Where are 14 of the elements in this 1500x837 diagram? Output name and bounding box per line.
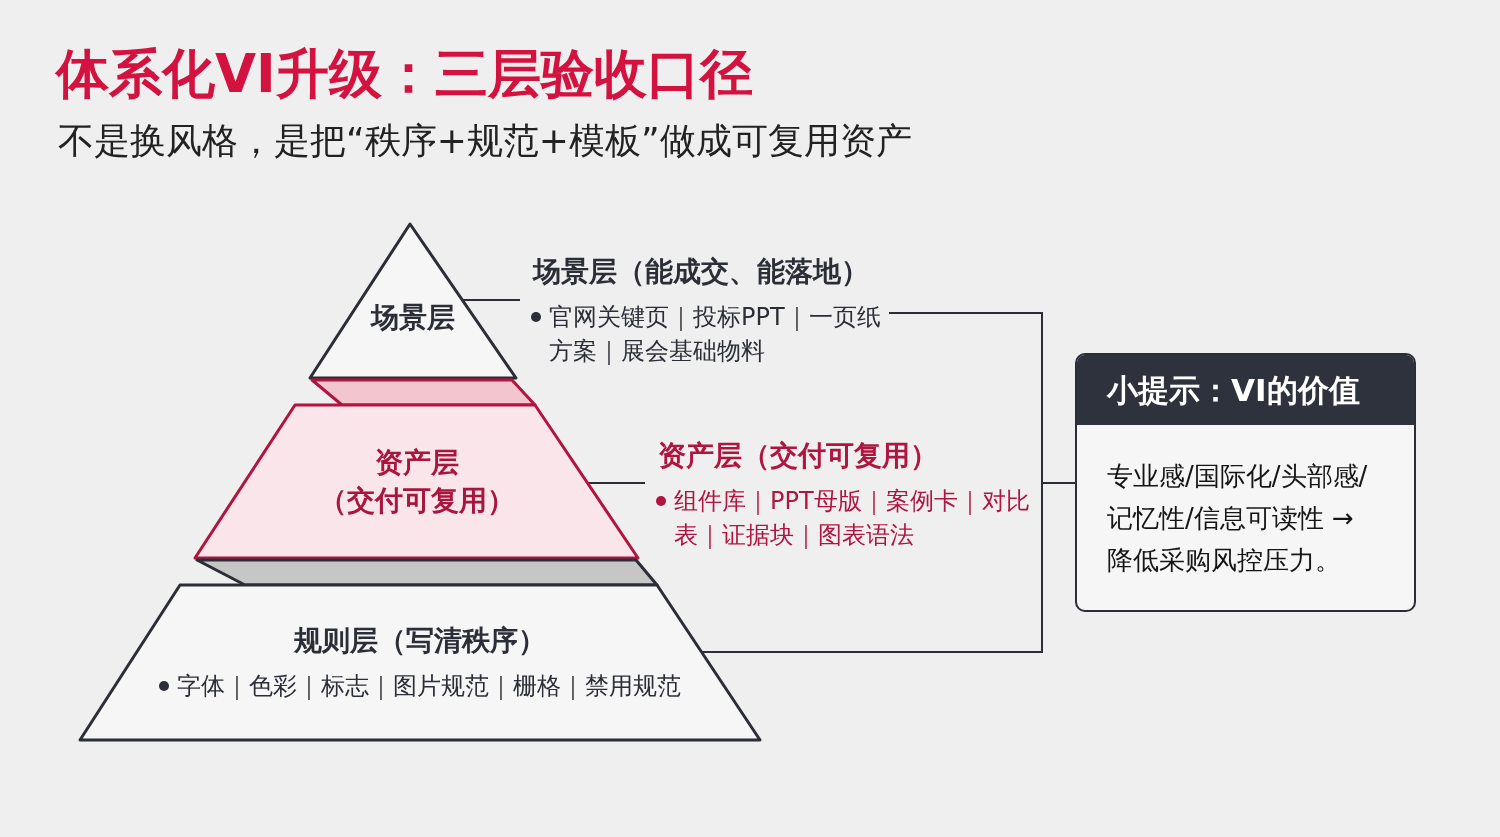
tip-card bbox=[1075, 353, 1416, 612]
section-heading: 场景层（能成交、能落地） bbox=[533, 254, 869, 290]
tier-label: 规则层（写清秩序） bbox=[294, 623, 546, 659]
bullet-text: 字体｜色彩｜标志｜图片规范｜栅格｜禁用规范 bbox=[177, 671, 681, 702]
bullet-text: 官网关键页｜投标PPT｜一页纸方案｜展会基础物料 bbox=[549, 302, 882, 367]
bullet-text: 组件库｜PPT母版｜案例卡｜对比表｜证据块｜图表语法 bbox=[674, 486, 1031, 551]
tier-label: 资产层 bbox=[374, 445, 459, 481]
section-heading: 资产层（交付可复用） bbox=[658, 438, 938, 474]
title: 体系化VI升级：三层验收口径 bbox=[56, 42, 753, 106]
card-header: 小提示：VI的价值 bbox=[1077, 355, 1414, 425]
tier-label: 场景层 bbox=[371, 300, 455, 336]
tier-label: （交付可复用） bbox=[318, 483, 515, 519]
tip-text: 专业感/国际化/头部感/记忆性/信息可读性 → 降低采购风控压力。 bbox=[1107, 460, 1369, 577]
subtitle: 不是换风格，是把“秩序+规范+模板”做成可复用资产 bbox=[58, 119, 912, 163]
